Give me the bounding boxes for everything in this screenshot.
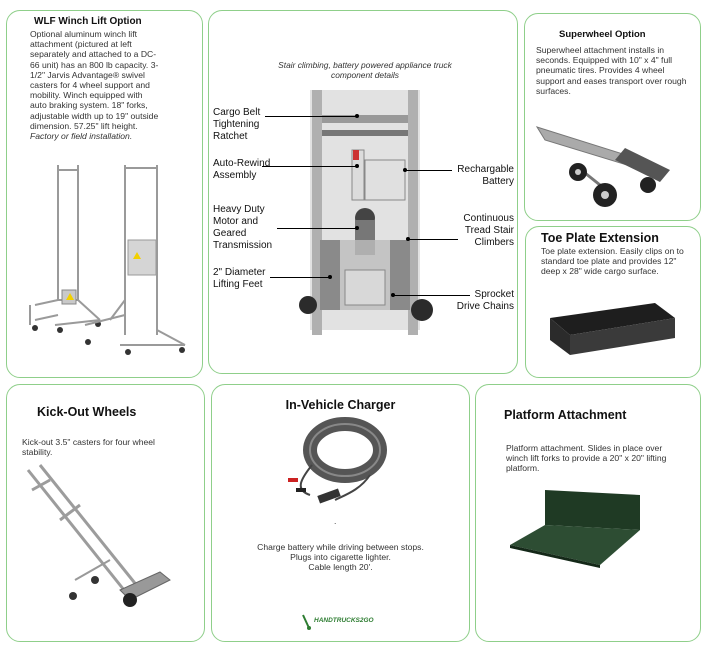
kick-out-text: Kick-out 3.5" casters for four wheel sta… [22,437,155,458]
leader-battery [405,170,452,171]
handtrucks-logo: HANDTRUCKS2GO [300,612,374,632]
platform-title: Platform Attachment [504,408,627,422]
leader-dot [391,293,395,297]
leader-dot [355,114,359,118]
logo-text: HANDTRUCKS2GO [314,617,374,624]
leader-dot [355,226,359,230]
platform-text: Platform attachment. Slides in place ove… [506,443,667,474]
leader-dot [328,275,332,279]
callout-cargo-belt: Cargo Belt Tightening Ratchet [213,107,261,142]
kick-out-title: Kick-Out Wheels [37,405,137,419]
superwheel-title: Superwheel Option [559,29,646,40]
leader-cargo-belt [265,116,357,117]
callout-lifting-feet: 2" Diameter Lifting Feet [213,267,266,290]
toe-plate-text: Toe plate extension. Easily clips on to … [541,246,684,277]
charger-line-3: Cable length 20'. [308,562,373,573]
kick-out-panel [6,384,205,642]
winch-install-note: Factory or field installation. [30,131,133,142]
winch-title: WLF Winch Lift Option [34,16,142,27]
platform-panel [475,384,701,642]
toe-plate-title: Toe Plate Extension [541,231,659,245]
callout-auto-rewind: Auto-Rewind Assembly [213,158,271,181]
charger-line-1: Charge battery while driving between sto… [257,542,424,552]
callout-sprocket: Sprocket Drive Chains [456,289,514,312]
leader-dot [406,237,410,241]
leader-auto-rewind [262,166,357,167]
leader-tread [408,239,458,240]
components-caption: Stair climbing, battery powered applianc… [278,60,452,81]
charger-title: In-Vehicle Charger [285,398,396,412]
callout-tread: Continuous Tread Stair Climbers [463,213,514,248]
leader-sprocket [393,295,470,296]
charger-line-2: Plugs into cigarette lighter. [290,552,391,563]
charger-panel [211,384,470,642]
logo-icon [302,614,311,630]
leader-lifting-feet [270,277,330,278]
leader-motor [277,228,357,229]
charger-dot: . [334,516,337,526]
winch-description: Optional aluminum winch lift attachment … [30,29,159,131]
superwheel-text: Superwheel attachment installs in second… [536,45,687,96]
leader-dot [355,164,359,168]
charger-text: Charge battery while driving between sto… [211,542,470,573]
leader-dot [403,168,407,172]
callout-battery: Rechargable Battery [457,164,514,187]
callout-motor: Heavy Duty Motor and Geared Transmission [213,204,273,251]
winch-text: Optional aluminum winch lift attachment … [30,29,160,141]
